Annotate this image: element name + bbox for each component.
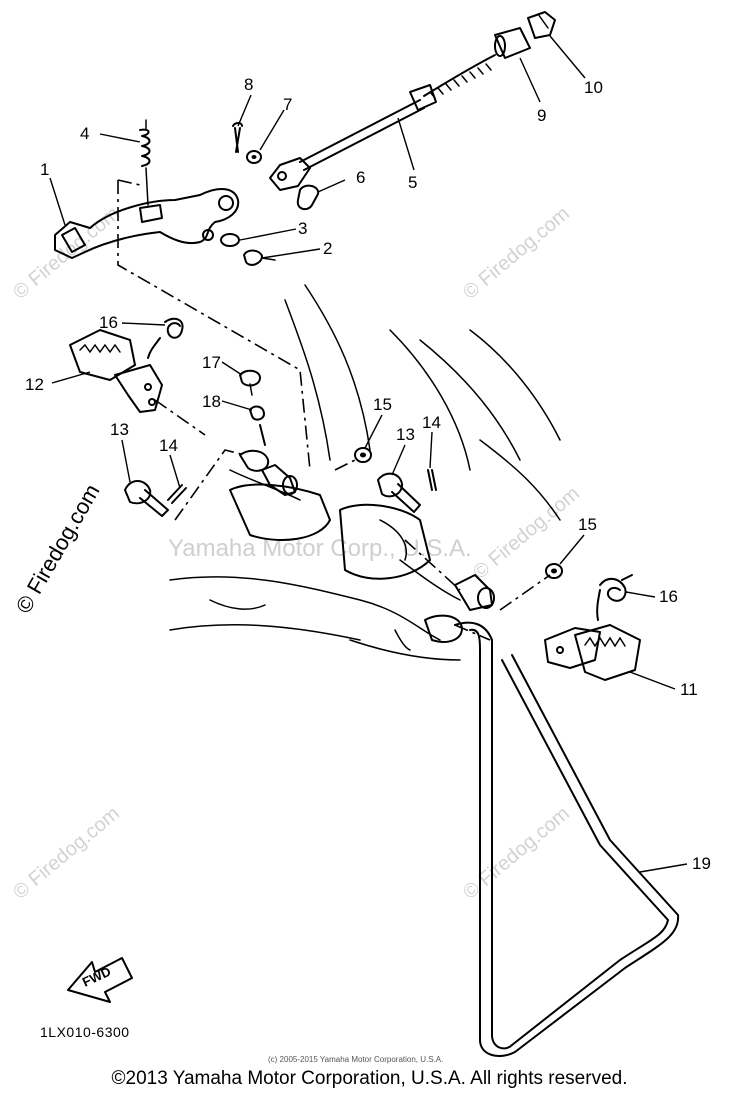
- callout-15-center: 15: [373, 395, 392, 414]
- callout-16-upper: 16: [99, 313, 118, 332]
- watermark-3: © Firedog.com: [469, 482, 584, 583]
- watermark-2: © Firedog.com: [459, 202, 574, 303]
- callout-14-left: 14: [159, 436, 178, 455]
- pin-13-right: [377, 472, 421, 513]
- spring-16-upper: [147, 317, 184, 359]
- watermark-5: © Firedog.com: [459, 802, 574, 903]
- nut-18: [249, 405, 266, 446]
- small-copyright: (c) 2005-2015 Yamaha Motor Corporation, …: [268, 1055, 443, 1064]
- side-watermark: © Firedog.com: [11, 480, 105, 618]
- left-footrest-bracket: [239, 449, 298, 496]
- callout-10: 10: [584, 78, 603, 97]
- frame-outline: [169, 284, 561, 661]
- callout-9: 9: [537, 106, 546, 125]
- callout-1: 1: [40, 160, 49, 179]
- spring-4: [139, 119, 151, 206]
- callout-2: 2: [323, 239, 332, 258]
- fwd-arrow-icon: FWD: [67, 957, 133, 1003]
- callout-13-right: 13: [396, 425, 415, 444]
- stand-19: [424, 614, 680, 1057]
- brake-rod-5: [269, 54, 496, 191]
- washer-7: [246, 150, 262, 164]
- callout-12: 12: [25, 375, 44, 394]
- footer-copyright: ©2013 Yamaha Motor Corporation, U.S.A. A…: [111, 1068, 628, 1089]
- callout-15-right: 15: [578, 515, 597, 534]
- bolt-2: [243, 249, 276, 266]
- watermarks: © Firedog.com © Firedog.com © Firedog.co…: [9, 202, 584, 903]
- callout-16-right: 16: [659, 587, 678, 606]
- callout-19: 19: [692, 854, 711, 873]
- watermark-4: © Firedog.com: [9, 802, 124, 903]
- callout-4: 4: [80, 124, 89, 143]
- callout-8: 8: [244, 75, 253, 94]
- callout-3: 3: [298, 219, 307, 238]
- callout-13-left: 13: [110, 420, 129, 439]
- callout-5: 5: [408, 173, 417, 192]
- spring-16-right: [596, 574, 633, 621]
- bolt-17: [239, 369, 261, 396]
- center-watermark: Yamaha Motor Corp., U.S.A.: [168, 535, 472, 562]
- joint-9: [494, 27, 531, 59]
- callout-6: 6: [356, 168, 365, 187]
- cotter-pin-14-right: [427, 469, 437, 491]
- washer-15-right: [545, 563, 563, 579]
- nut-10: [527, 11, 556, 39]
- callout-11: 11: [680, 680, 698, 699]
- right-footrest-bracket: [454, 574, 495, 611]
- fwd-label: FWD: [80, 964, 113, 990]
- cotter-pin-8: [232, 122, 243, 153]
- washer-3: [220, 233, 240, 247]
- callout-7: 7: [283, 95, 292, 114]
- dash-lines: [117, 179, 551, 641]
- diagram-code: 1LX010-6300: [40, 1024, 130, 1040]
- footrest-12: [69, 329, 163, 413]
- pin-6: [296, 184, 320, 211]
- callout-17: 17: [202, 353, 221, 372]
- washer-15-center: [354, 447, 372, 463]
- callout-18: 18: [202, 392, 221, 411]
- brake-pedal: [54, 188, 240, 259]
- leader-lines: [49, 35, 688, 873]
- callouts: 1 2 3 4 5 6 7 8 9 10 11 12 13 14 15 16 1…: [25, 75, 711, 873]
- callout-14-right: 14: [422, 413, 441, 432]
- footrest-11: [544, 624, 641, 681]
- cotter-pin-14-left: [167, 484, 187, 504]
- pin-13-left: [124, 480, 169, 517]
